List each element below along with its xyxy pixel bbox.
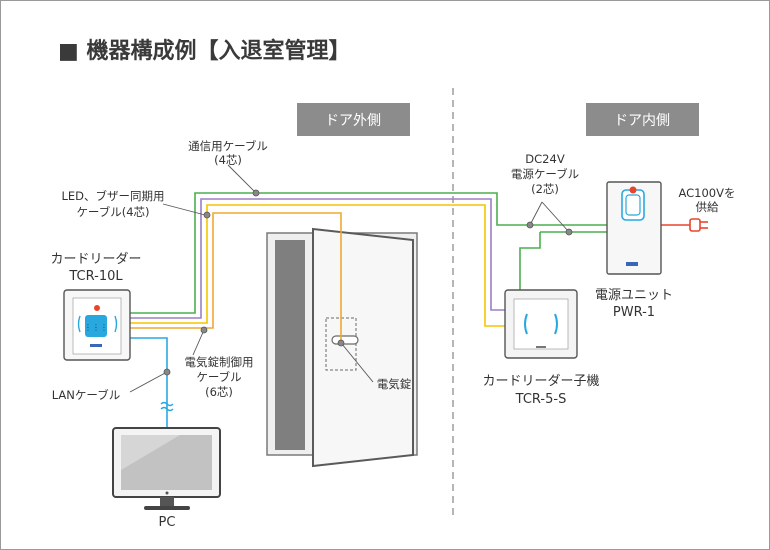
dc-cable-label-2: 電源ケーブル [511, 167, 579, 181]
svg-text:⋮⋮⋮: ⋮⋮⋮ [84, 323, 108, 332]
lock-cable-label-1: 電気錠制御用 [185, 355, 254, 369]
outside-label: ドア外側 [325, 113, 381, 129]
comm-cable-label-1: 通信用ケーブル [188, 139, 268, 153]
callout-dots [163, 189, 573, 376]
pc-monitor [112, 427, 221, 510]
orange-cable [130, 212, 342, 343]
inside-tag: ドア内側 [586, 103, 699, 136]
reader-keypad-icon [85, 315, 107, 337]
power-led-icon [629, 186, 637, 194]
ac-label-2: 供給 [696, 200, 719, 214]
inside-label: ドア内側 [614, 113, 670, 129]
purple-cable [130, 198, 505, 319]
card-reader-tcr5s [504, 289, 578, 359]
sub-reader-label-2: TCR-5-S [515, 392, 567, 407]
sub-reader-label-1: カードリーダー子機 [482, 374, 599, 389]
green-sub-reader-cable [519, 232, 541, 290]
led-cable-label-1: LED、ブザー同期用 [61, 189, 164, 203]
green-cable [130, 192, 608, 314]
callouts [129, 164, 570, 393]
page-title: ■ 機器構成例【入退室管理】 [58, 38, 350, 64]
lan-break-mark [160, 401, 174, 412]
lock-cable-label-2: ケーブル [196, 370, 241, 384]
ac-label-1: AC100Vを [678, 186, 735, 200]
power-label-1: 電源ユニット [595, 288, 673, 303]
cables [98, 192, 690, 428]
card-reader-tcr10l: ⋮⋮⋮ [63, 289, 131, 361]
dc-cable-label-1: DC24V [525, 152, 565, 166]
power-unit-pwr1 [606, 181, 662, 275]
pc-label: PC [159, 515, 176, 530]
outside-tag: ドア外側 [297, 103, 410, 136]
lock-label: 電気錠 [377, 377, 412, 391]
lock-cable-label-3: (6芯) [205, 385, 233, 399]
ac-plug-icon [689, 218, 708, 232]
comm-cable-label-2: (4芯) [214, 153, 242, 167]
reader-label-1: カードリーダー [50, 252, 141, 267]
door-handle [331, 335, 359, 345]
led-cable-label-2: ケーブル(4芯) [76, 205, 149, 219]
dc-cable-label-3: (2芯) [531, 182, 559, 196]
lan-cable-label: LANケーブル [52, 388, 120, 402]
yellow-cable [130, 204, 505, 327]
reader-led-icon [94, 305, 100, 311]
door [266, 227, 418, 468]
power-label-2: PWR-1 [613, 305, 655, 320]
reader-label-2: TCR-10L [68, 269, 123, 284]
